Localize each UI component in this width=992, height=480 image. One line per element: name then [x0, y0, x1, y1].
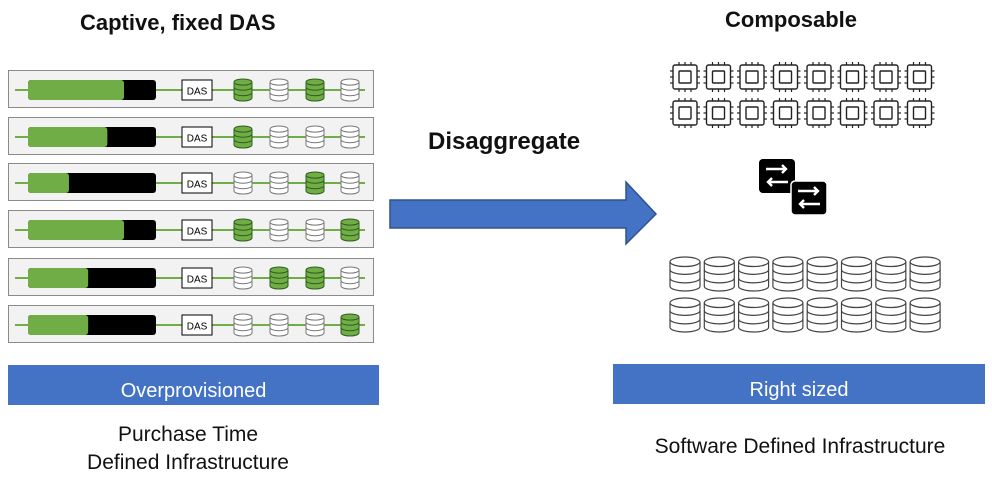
server-rack-row: DAS — [8, 210, 374, 248]
disk-icon — [703, 297, 735, 333]
cpu-chip-icon — [670, 98, 700, 128]
disk-icon — [269, 313, 289, 337]
network-switch-icon — [759, 159, 795, 193]
disk-icon — [806, 297, 838, 333]
server-rack-row: DAS — [8, 305, 374, 343]
das-label: DAS — [187, 322, 208, 333]
disk-icon — [340, 266, 360, 290]
das-box: DAS — [181, 126, 213, 148]
left-caption: Purchase Time Defined Infrastructure — [38, 421, 338, 477]
disk-icon — [737, 256, 770, 292]
disk-icon — [233, 78, 253, 102]
right-title: Composable — [725, 7, 858, 32]
das-box: DAS — [181, 267, 213, 289]
left-caption-line1: Purchase Time — [117, 423, 259, 446]
disk-icon — [840, 297, 873, 333]
disk-icon — [305, 218, 325, 242]
das-label: DAS — [187, 275, 208, 286]
disk-icon — [269, 171, 289, 195]
right-sized-banner: Right sized — [613, 364, 985, 404]
cpu-chip-icon — [804, 62, 834, 92]
das-label: DAS — [187, 227, 208, 238]
cpu-chip-icon — [904, 98, 935, 128]
left-caption-line2: Defined Infrastructure — [87, 451, 289, 474]
utilization-fill — [28, 127, 108, 147]
cpu-chip-icon — [703, 62, 734, 92]
network-switch-icon — [790, 180, 828, 216]
utilization-fill — [28, 173, 69, 193]
server-rack-row: DAS — [8, 117, 374, 155]
cpu-chip-icon — [737, 98, 767, 128]
disk-icon — [909, 256, 941, 292]
overprovisioned-banner: Overprovisioned — [8, 365, 379, 405]
das-box: DAS — [181, 79, 213, 101]
cpu-chip-icon — [670, 62, 700, 92]
cpu-chip-icon — [737, 62, 767, 92]
disk-icon — [305, 78, 325, 102]
das-box: DAS — [181, 172, 213, 194]
das-box: DAS — [181, 314, 213, 336]
disk-icon — [269, 125, 289, 149]
disk-icon — [305, 171, 325, 195]
cpu-chip-icon — [804, 98, 834, 128]
disk-icon — [737, 297, 770, 333]
left-title: Captive, fixed DAS — [80, 10, 276, 35]
disk-icon — [233, 171, 253, 195]
disk-icon — [806, 256, 838, 292]
server-rack-row: DAS — [8, 70, 374, 108]
disk-icon — [269, 218, 289, 242]
disk-icon — [669, 297, 701, 333]
disk-icon — [875, 297, 907, 333]
das-label: DAS — [187, 180, 208, 191]
disk-icon — [340, 78, 360, 102]
disk-icon — [340, 313, 360, 337]
cpu-chip-icon — [837, 98, 868, 128]
disk-icon — [233, 125, 253, 149]
cpu-chip-icon — [703, 98, 734, 128]
right-caption: Software Defined Infrastructure — [654, 435, 946, 458]
das-box: DAS — [181, 219, 213, 241]
disk-icon — [233, 266, 253, 290]
right-sized-label: Right sized — [749, 379, 849, 401]
cpu-chip-icon — [871, 62, 901, 92]
disk-icon — [703, 256, 735, 292]
disk-icon — [305, 125, 325, 149]
disk-icon — [840, 256, 873, 292]
das-label: DAS — [187, 134, 208, 145]
utilization-fill — [28, 315, 89, 335]
disk-icon — [340, 218, 360, 242]
cpu-chip-icon — [770, 98, 801, 128]
disk-icon — [875, 256, 907, 292]
cpu-chip-icon — [770, 62, 801, 92]
disaggregate-arrow-icon — [389, 180, 658, 246]
overprovisioned-label: Overprovisioned — [120, 380, 267, 402]
utilization-fill — [28, 80, 124, 100]
cpu-chip-icon — [904, 62, 935, 92]
disaggregate-label: Disaggregate — [428, 128, 581, 155]
server-rack-row: DAS — [8, 163, 374, 201]
server-rack-row: DAS — [8, 258, 374, 296]
disk-icon — [772, 297, 804, 333]
utilization-fill — [28, 220, 124, 240]
storage-pool — [669, 256, 941, 333]
disk-icon — [233, 313, 253, 337]
disk-icon — [669, 256, 701, 292]
disk-icon — [269, 266, 289, 290]
disk-icon — [305, 313, 325, 337]
cpu-pool — [670, 62, 935, 128]
disk-icon — [909, 297, 941, 333]
disk-icon — [233, 218, 253, 242]
disk-icon — [269, 78, 289, 102]
cpu-chip-icon — [837, 62, 868, 92]
utilization-fill — [28, 268, 89, 288]
disk-icon — [305, 266, 325, 290]
disk-icon — [772, 256, 804, 292]
disk-icon — [340, 125, 360, 149]
cpu-chip-icon — [871, 98, 901, 128]
network-switch-pool — [759, 159, 828, 216]
das-label: DAS — [187, 87, 208, 98]
disk-icon — [340, 171, 360, 195]
